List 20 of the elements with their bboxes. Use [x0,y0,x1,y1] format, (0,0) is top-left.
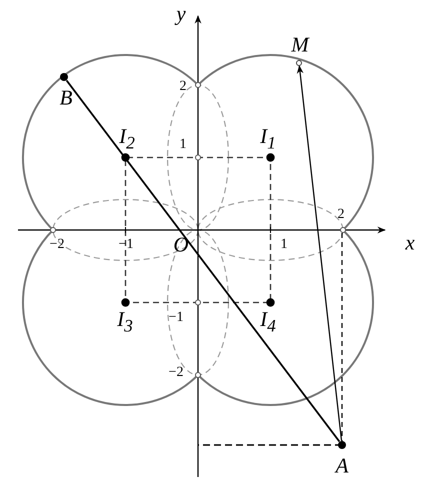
tick-label: −2 [168,366,184,380]
tick-label: 1 [180,138,186,152]
tick-label: 2 [338,208,344,222]
point-label: I$_{4}$ [260,309,276,335]
tick-label: −1 [168,311,184,325]
point-label: B [60,87,72,108]
tick-label: −2 [50,238,64,252]
line-segment [66,80,340,442]
point-label: M [291,34,309,56]
tick-label: 1 [280,238,288,252]
point-label: A [336,455,348,476]
point-label: O [173,234,189,256]
point-label: I$_{1}$ [260,126,276,152]
point-label: I$_{2}$ [119,126,135,152]
tick-label: −1 [118,238,134,252]
point-label: I$_{3}$ [117,309,133,335]
axis-label: x [405,232,415,254]
arrow [296,65,342,441]
axis-label: y [176,4,186,24]
tick-label: 2 [180,80,186,94]
